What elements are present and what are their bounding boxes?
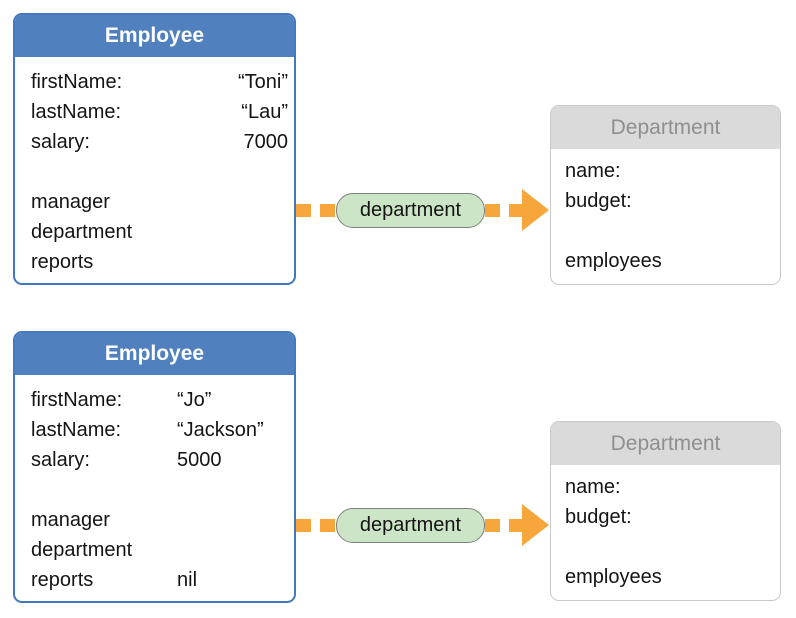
attribute-row: name: bbox=[565, 472, 772, 502]
arrow-dash-segment bbox=[296, 518, 336, 532]
attribute-label: manager bbox=[31, 191, 110, 213]
attribute-label: budget: bbox=[565, 190, 632, 212]
attribute-label: name: bbox=[565, 160, 621, 182]
attribute-row: firstName: “Jo” bbox=[31, 385, 288, 415]
attribute-row: budget: bbox=[565, 502, 772, 532]
attribute-row: manager bbox=[31, 505, 288, 535]
arrow-head-icon bbox=[522, 189, 549, 231]
attribute-value: “Lau” bbox=[241, 101, 288, 123]
attribute-label: firstName: bbox=[31, 389, 123, 411]
attribute-label: employees bbox=[565, 566, 662, 588]
department-card: Department name: budget: employees bbox=[550, 421, 781, 601]
attribute-row: department bbox=[31, 535, 288, 565]
attribute-value: 5000 bbox=[177, 449, 222, 471]
attribute-row: salary: 7000 bbox=[31, 127, 288, 157]
attribute-label: lastName: bbox=[31, 419, 122, 441]
spacer-row bbox=[31, 157, 288, 187]
attribute-value: “Jackson” bbox=[177, 419, 264, 441]
attribute-value: “Toni” bbox=[237, 71, 288, 93]
employee-card: Employee firstName: “Toni” lastName: “La… bbox=[13, 13, 296, 285]
attribute-label: salary: bbox=[31, 449, 90, 471]
attribute-row: manager bbox=[31, 187, 288, 217]
employee-card-body: firstName: “Jo” lastName: “Jackson” sala… bbox=[15, 375, 294, 595]
relationship-label-pill: department bbox=[336, 192, 485, 228]
attribute-label: employees bbox=[565, 250, 662, 272]
employee-card: Employee firstName: “Jo” lastName: “Jack… bbox=[13, 331, 296, 603]
relationship-arrow: department bbox=[296, 504, 550, 546]
attribute-label: reports bbox=[31, 569, 94, 591]
attribute-row: budget: bbox=[565, 186, 772, 216]
attribute-label: reports bbox=[31, 251, 94, 273]
attribute-label: lastName: bbox=[31, 101, 122, 123]
attribute-row: firstName: “Toni” bbox=[31, 67, 288, 97]
attribute-label: firstName: bbox=[31, 71, 123, 93]
attribute-row: lastName: “Lau” bbox=[31, 97, 288, 127]
attribute-label: department bbox=[31, 221, 133, 243]
attribute-value: nil bbox=[177, 569, 198, 591]
attribute-label: name: bbox=[565, 476, 621, 498]
attribute-row: employees bbox=[565, 562, 772, 592]
attribute-label: salary: bbox=[31, 131, 90, 153]
attribute-row: department bbox=[31, 217, 288, 247]
employee-card-body: firstName: “Toni” lastName: “Lau” salary… bbox=[15, 57, 294, 277]
department-card: Department name: budget: employees bbox=[550, 105, 781, 285]
attribute-value: 7000 bbox=[243, 131, 289, 153]
employee-card-title: Employee bbox=[15, 333, 294, 375]
spacer-row bbox=[31, 475, 288, 505]
department-card-title: Department bbox=[551, 422, 780, 465]
arrow-dash-segment bbox=[485, 518, 522, 532]
department-card-title: Department bbox=[551, 106, 780, 149]
attribute-row: reports nil bbox=[31, 565, 288, 595]
arrow-dash-segment bbox=[296, 203, 336, 217]
spacer-row bbox=[565, 532, 772, 562]
attribute-label: budget: bbox=[565, 506, 632, 528]
attribute-value: “Jo” bbox=[177, 389, 212, 411]
attribute-row: salary: 5000 bbox=[31, 445, 288, 475]
attribute-row: employees bbox=[565, 246, 772, 276]
attribute-label: department bbox=[31, 539, 133, 561]
relationship-label-pill: department bbox=[336, 507, 485, 543]
attribute-row: reports bbox=[31, 247, 288, 277]
arrow-head-icon bbox=[522, 504, 549, 546]
spacer-row bbox=[565, 216, 772, 246]
arrow-dash-segment bbox=[485, 203, 522, 217]
employee-card-title: Employee bbox=[15, 15, 294, 57]
attribute-label: manager bbox=[31, 509, 110, 531]
attribute-row: lastName: “Jackson” bbox=[31, 415, 288, 445]
relationship-arrow: department bbox=[296, 189, 550, 231]
department-card-body: name: budget: employees bbox=[551, 465, 780, 592]
attribute-row: name: bbox=[565, 156, 772, 186]
department-card-body: name: budget: employees bbox=[551, 149, 780, 276]
